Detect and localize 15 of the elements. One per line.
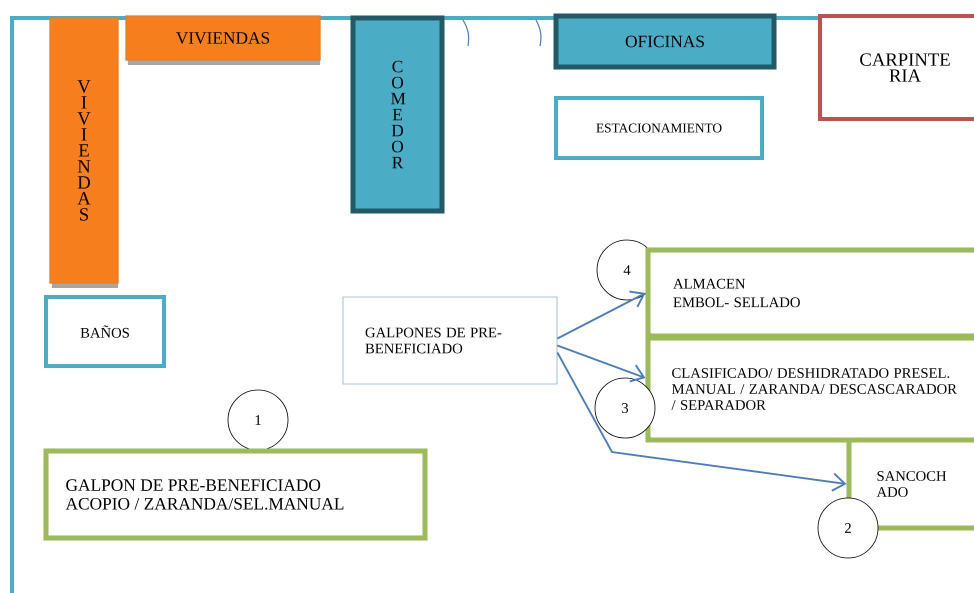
housing-block: VIVIENDAS	[125, 15, 321, 65]
callout-number: 3	[594, 378, 656, 438]
workshop-block: CARPINTE RIA	[818, 14, 974, 121]
dining-block: COMEDOR	[350, 16, 444, 214]
callout-number: 2	[818, 498, 878, 558]
arrow	[556, 290, 646, 340]
housing-block: VIVIENDAS	[49, 17, 119, 288]
restroom-block: BAÑOS	[44, 295, 166, 368]
shed-box: GALPONES DE PRE- BENEFICIADO	[342, 296, 558, 384]
arrow	[556, 352, 846, 492]
process-box: CLASIFICADO/ DESHIDRATADO PRESEL. MANUAL / ZARANDA/ DESCASCARADOR / SEPARADOR	[646, 336, 974, 442]
callout-number: 1	[228, 390, 288, 450]
office-block: OFICINAS	[554, 14, 776, 70]
parking-block: ESTACIONAMIENTO	[554, 96, 764, 160]
arrow	[557, 344, 646, 382]
